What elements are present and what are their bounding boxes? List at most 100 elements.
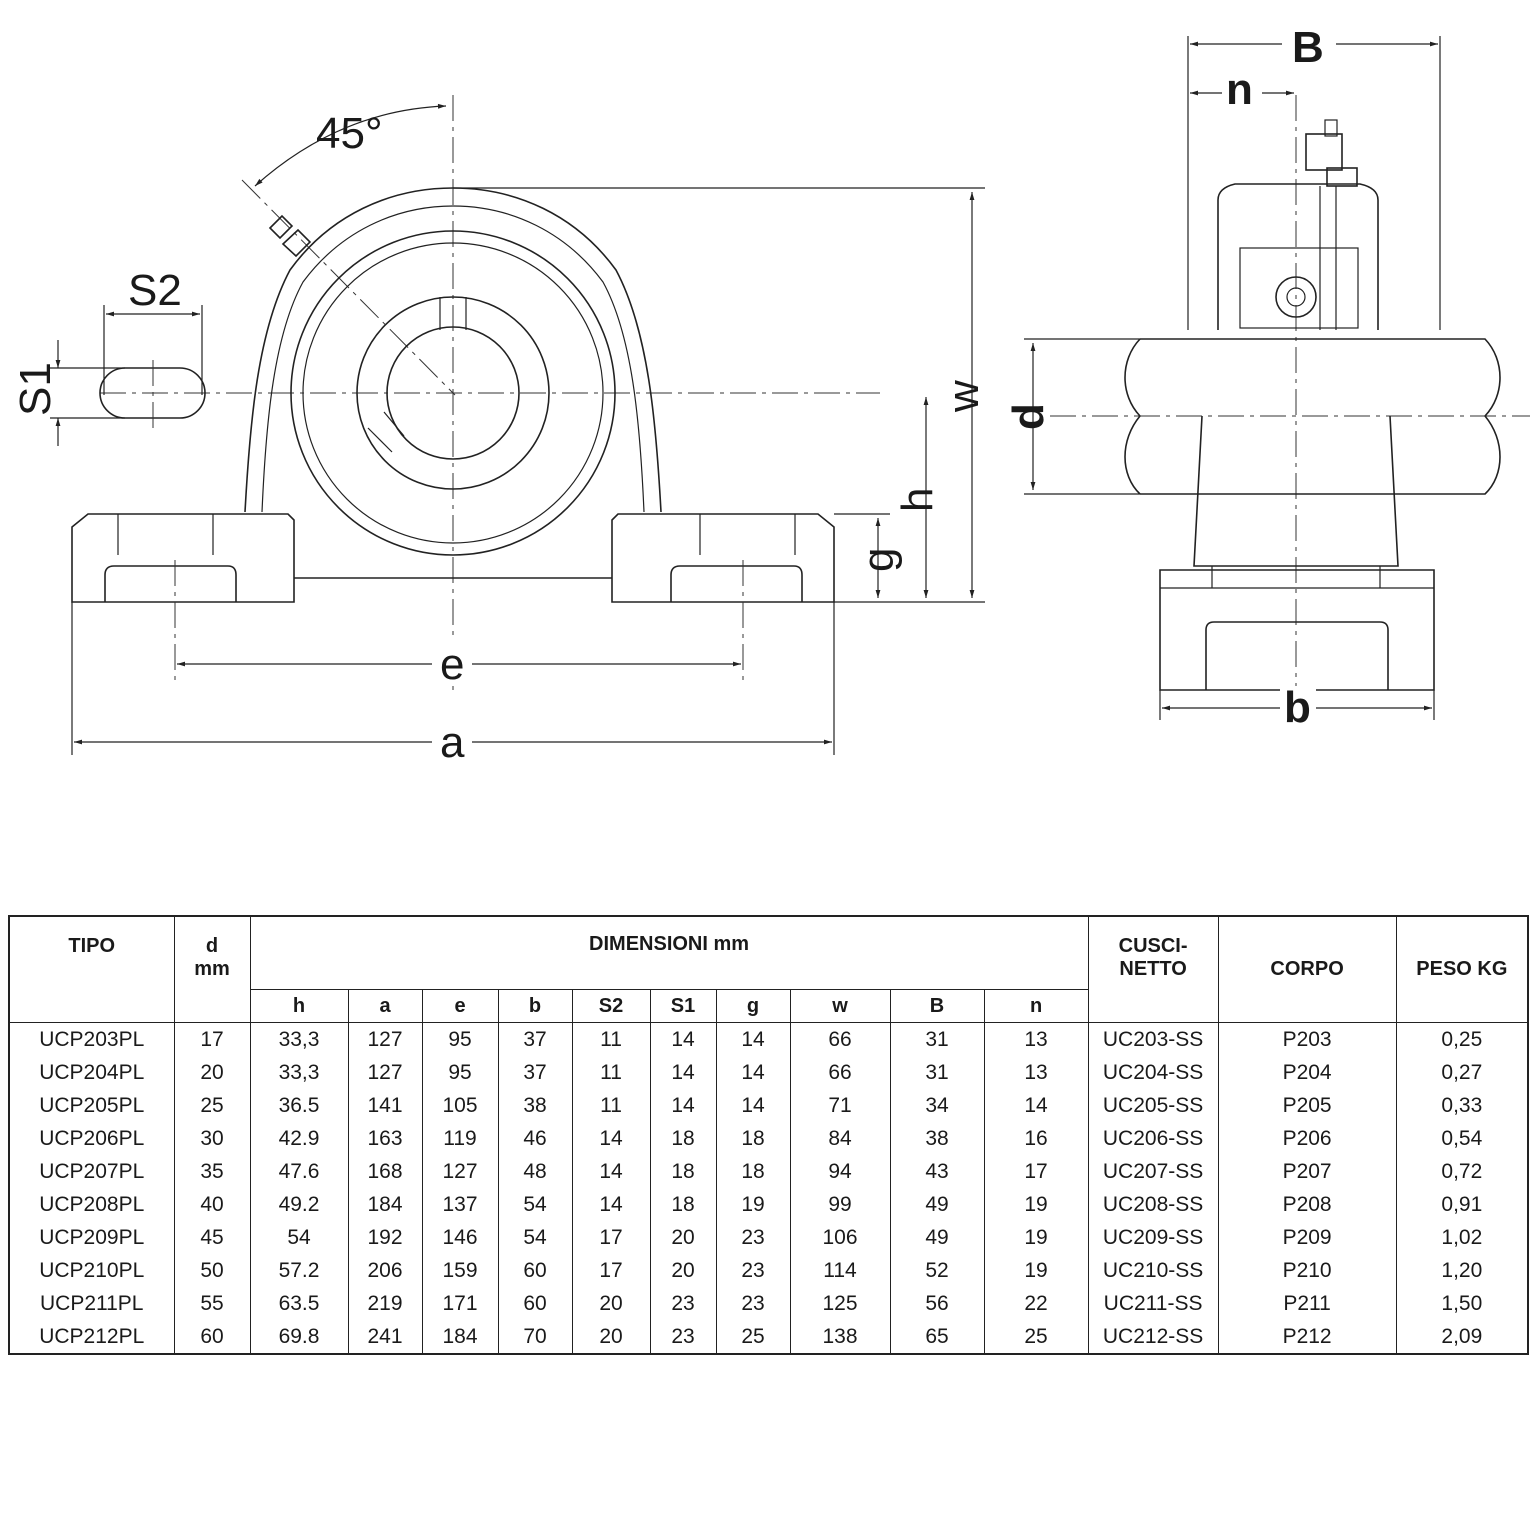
table-cell: 60 [497, 1287, 573, 1320]
table-cell: 52 [889, 1254, 985, 1287]
header-d-line2: mm [194, 958, 230, 980]
table-cell: 55 [173, 1287, 251, 1320]
header-sub-s2: S2 [571, 989, 651, 1023]
table-cell: UC208-SS [1087, 1188, 1219, 1221]
table-cell: 114 [789, 1254, 891, 1287]
table-cell: P211 [1217, 1287, 1397, 1320]
table-cell: 18 [649, 1122, 717, 1155]
table-cell: 37 [497, 1022, 573, 1056]
n-label: n [1226, 65, 1253, 114]
table-cell: 13 [983, 1056, 1089, 1089]
table-cell: 54 [249, 1221, 349, 1254]
table-cell: 34 [889, 1089, 985, 1122]
table-cell: 18 [715, 1122, 791, 1155]
table-cell: 141 [347, 1089, 423, 1122]
table-cell: 60 [497, 1254, 573, 1287]
table-cell: 66 [789, 1022, 891, 1056]
table-cell: 23 [649, 1287, 717, 1320]
table-cell: 14 [649, 1089, 717, 1122]
table-cell: 48 [497, 1155, 573, 1188]
table-cell: 56 [889, 1287, 985, 1320]
table-cell: 45 [173, 1221, 251, 1254]
table-cell: 163 [347, 1122, 423, 1155]
table-cell: 20 [649, 1254, 717, 1287]
table-cell: 17 [571, 1254, 651, 1287]
table-cell: 71 [789, 1089, 891, 1122]
table-cell: 37 [497, 1056, 573, 1089]
table-cell: 0,25 [1395, 1022, 1529, 1056]
table-cell: 14 [983, 1089, 1089, 1122]
header-cuscinetto: CUSCI-NETTO [1087, 915, 1219, 1023]
table-cell: 69.8 [249, 1320, 349, 1355]
table-cell: 0,33 [1395, 1089, 1529, 1122]
table-cell: 0,27 [1395, 1056, 1529, 1089]
header-cuscinetto-line2: NETTO [1119, 958, 1187, 980]
table-cell: P209 [1217, 1221, 1397, 1254]
table-cell: 127 [347, 1056, 423, 1089]
table-cell: 1,20 [1395, 1254, 1529, 1287]
table-cell: 31 [889, 1056, 985, 1089]
s2-label: S2 [128, 266, 182, 315]
header-sub-h: h [249, 989, 349, 1023]
table-cell: P208 [1217, 1188, 1397, 1221]
table-cell: 19 [983, 1254, 1089, 1287]
table-cell: 30 [173, 1122, 251, 1155]
front-view: 45° S2 S1 w h g e a [11, 95, 988, 767]
table-cell: 33,3 [249, 1022, 349, 1056]
table-cell: UCP210PL [8, 1254, 175, 1287]
table-cell: 20 [649, 1221, 717, 1254]
table-cell: 159 [421, 1254, 499, 1287]
table-cell: P206 [1217, 1122, 1397, 1155]
table-cell: 20 [173, 1056, 251, 1089]
table-cell: UCP212PL [8, 1320, 175, 1355]
table-cell: 94 [789, 1155, 891, 1188]
table-cell: 38 [497, 1089, 573, 1122]
table-cell: 171 [421, 1287, 499, 1320]
table-cell: UC212-SS [1087, 1320, 1219, 1355]
table-cell: 0,72 [1395, 1155, 1529, 1188]
table-cell: 11 [571, 1089, 651, 1122]
table-cell: 31 [889, 1022, 985, 1056]
table-cell: 54 [497, 1188, 573, 1221]
table-cell: 14 [715, 1056, 791, 1089]
table-cell: UC206-SS [1087, 1122, 1219, 1155]
b-label: b [1284, 683, 1311, 732]
table-cell: 66 [789, 1056, 891, 1089]
table-cell: 14 [571, 1122, 651, 1155]
table-cell: 99 [789, 1188, 891, 1221]
table-cell: 0,91 [1395, 1188, 1529, 1221]
table-cell: UCP204PL [8, 1056, 175, 1089]
table-cell: UCP211PL [8, 1287, 175, 1320]
table-cell: 206 [347, 1254, 423, 1287]
table-cell: UC203-SS [1087, 1022, 1219, 1056]
table-cell: 168 [347, 1155, 423, 1188]
B-label: B [1292, 23, 1324, 72]
g-label: g [854, 548, 903, 572]
table-cell: 11 [571, 1022, 651, 1056]
table-cell: 95 [421, 1056, 499, 1089]
table-cell: 125 [789, 1287, 891, 1320]
table-cell: P205 [1217, 1089, 1397, 1122]
table-cell: 184 [421, 1320, 499, 1355]
side-view: B n d b [1004, 16, 1530, 732]
table-cell: 57.2 [249, 1254, 349, 1287]
table-cell: 192 [347, 1221, 423, 1254]
h-label: h [893, 488, 942, 512]
table-cell: 20 [571, 1320, 651, 1355]
table-cell: 241 [347, 1320, 423, 1355]
table-cell: P204 [1217, 1056, 1397, 1089]
table-cell: P203 [1217, 1022, 1397, 1056]
technical-drawing: 45° S2 S1 w h g e a [11, 16, 1530, 767]
table-cell: 25 [715, 1320, 791, 1355]
table-cell: 49 [889, 1221, 985, 1254]
header-sub-w: w [789, 989, 891, 1023]
table-cell: UC210-SS [1087, 1254, 1219, 1287]
